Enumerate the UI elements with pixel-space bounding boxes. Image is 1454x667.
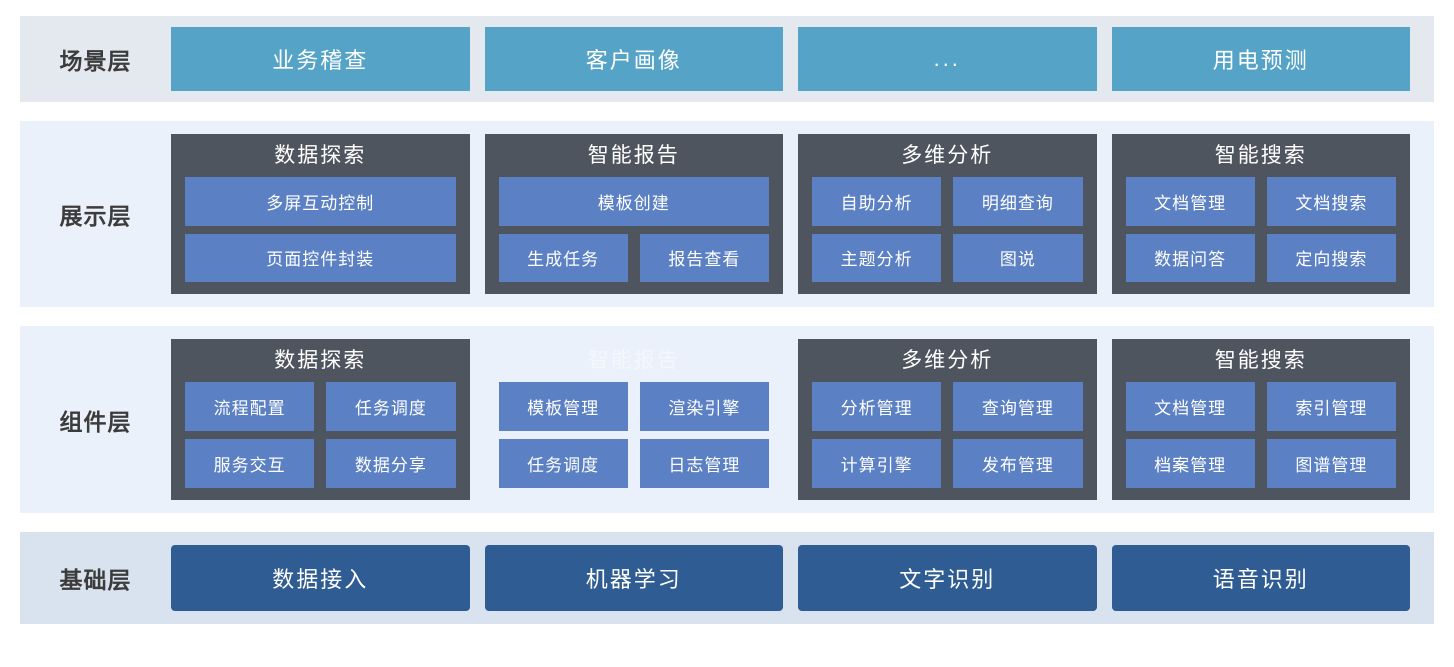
layer-row-base: 基础层 数据接入 机器学习 文字识别 语音识别 <box>20 532 1434 624</box>
tile-line: 计算引擎 发布管理 <box>812 439 1083 488</box>
tile-page-widget-encapsulation[interactable]: 页面控件封装 <box>185 233 456 282</box>
base-card-machine-learning[interactable]: 机器学习 <box>484 545 783 611</box>
panel-display-multidim-analysis: 多维分析 自助分析 明细查询 主题分析 图说 <box>798 134 1097 294</box>
layer-body-base: 数据接入 机器学习 文字识别 语音识别 <box>171 532 1434 624</box>
tile-grid: 自助分析 明细查询 主题分析 图说 <box>812 177 1083 282</box>
tile-line: 生成任务 报告查看 <box>498 233 769 282</box>
tile-grid: 文档管理 文档搜索 数据问答 定向搜索 <box>1125 177 1396 282</box>
panel-title: 数据探索 <box>274 349 367 372</box>
tile-data-sharing[interactable]: 数据分享 <box>326 439 456 488</box>
tile-line: 主题分析 图说 <box>812 233 1083 282</box>
panel-title: 智能报告 <box>587 144 680 167</box>
tile-grid: 流程配置 任务调度 服务交互 数据分享 <box>185 382 456 488</box>
panel-display-data-exploration: 数据探索 多屏互动控制 页面控件封装 <box>171 134 470 294</box>
tile-line: 分析管理 查询管理 <box>812 382 1083 432</box>
layer-label-scenario: 场景层 <box>59 48 132 74</box>
tile-line: 模板创建 <box>498 177 769 226</box>
panel-title: 智能搜索 <box>1214 144 1307 167</box>
tile-multiscreen-interaction-control[interactable]: 多屏互动控制 <box>185 177 456 226</box>
tile-template-creation[interactable]: 模板创建 <box>498 177 769 226</box>
tile-line: 服务交互 数据分享 <box>185 439 456 488</box>
scenario-card-customer-profile[interactable]: 客户画像 <box>484 27 783 91</box>
scenario-card-business-audit[interactable]: 业务稽查 <box>171 27 470 91</box>
panel-title: 智能搜索 <box>1214 349 1307 372</box>
panel-display-smart-report: 智能报告 模板创建 生成任务 报告查看 <box>484 134 783 294</box>
tile-analysis-management[interactable]: 分析管理 <box>812 382 942 432</box>
tile-knowledge-graph-management[interactable]: 图谱管理 <box>1266 439 1396 488</box>
tile-template-management[interactable]: 模板管理 <box>498 382 628 432</box>
base-card-ocr[interactable]: 文字识别 <box>798 545 1097 611</box>
tile-self-service-analysis[interactable]: 自助分析 <box>812 177 942 226</box>
tile-topic-analysis[interactable]: 主题分析 <box>812 233 942 282</box>
tile-line: 档案管理 图谱管理 <box>1125 439 1396 488</box>
layer-row-scenario: 场景层 业务稽查 客户画像 ... 用电预测 <box>20 16 1434 102</box>
tile-line: 自助分析 明细查询 <box>812 177 1083 226</box>
tile-process-configuration[interactable]: 流程配置 <box>185 382 315 432</box>
tile-line: 任务调度 日志管理 <box>498 439 769 488</box>
panel-display-smart-search: 智能搜索 文档管理 文档搜索 数据问答 定向搜索 <box>1111 134 1410 294</box>
panel-title: 智能报告 <box>587 349 680 372</box>
tile-line: 多屏互动控制 <box>185 177 456 226</box>
layer-body-display: 数据探索 多屏互动控制 页面控件封装 智能报告 模板创建 <box>171 121 1434 307</box>
base-card-speech-recognition[interactable]: 语音识别 <box>1111 545 1410 611</box>
layer-label-base: 基础层 <box>59 567 132 593</box>
tile-task-scheduling[interactable]: 任务调度 <box>498 439 628 488</box>
layer-row-component: 组件层 数据探索 流程配置 任务调度 服务交互 数据分享 智能报告 <box>20 326 1434 513</box>
tile-archive-management[interactable]: 档案管理 <box>1125 439 1255 488</box>
layer-body-component: 数据探索 流程配置 任务调度 服务交互 数据分享 智能报告 模板管理 <box>171 326 1434 513</box>
tile-task-scheduling[interactable]: 任务调度 <box>326 382 456 432</box>
tile-grid: 模板创建 生成任务 报告查看 <box>498 177 769 282</box>
layer-row-display: 展示层 数据探索 多屏互动控制 页面控件封装 智能报告 模板创建 <box>20 121 1434 307</box>
panel-title: 数据探索 <box>274 144 367 167</box>
tile-line: 文档管理 文档搜索 <box>1125 177 1396 226</box>
tile-line: 文档管理 索引管理 <box>1125 382 1396 432</box>
tile-document-management[interactable]: 文档管理 <box>1125 382 1255 432</box>
tile-grid: 多屏互动控制 页面控件封装 <box>185 177 456 282</box>
tile-index-management[interactable]: 索引管理 <box>1266 382 1396 432</box>
layer-label-display: 展示层 <box>59 203 132 229</box>
panel-component-data-exploration: 数据探索 流程配置 任务调度 服务交互 数据分享 <box>171 339 470 500</box>
tile-grid: 模板管理 渲染引擎 任务调度 日志管理 <box>498 382 769 488</box>
tile-rendering-engine[interactable]: 渲染引擎 <box>639 382 769 432</box>
tile-detail-query[interactable]: 明细查询 <box>953 177 1083 226</box>
tile-targeted-search[interactable]: 定向搜索 <box>1266 233 1396 282</box>
tile-data-qa[interactable]: 数据问答 <box>1125 233 1255 282</box>
tile-service-interaction[interactable]: 服务交互 <box>185 439 315 488</box>
tile-compute-engine[interactable]: 计算引擎 <box>812 439 942 488</box>
tile-line: 页面控件封装 <box>185 233 456 282</box>
base-card-data-ingestion[interactable]: 数据接入 <box>171 545 470 611</box>
panel-title: 多维分析 <box>901 349 994 372</box>
tile-publish-management[interactable]: 发布管理 <box>953 439 1083 488</box>
tile-document-management[interactable]: 文档管理 <box>1125 177 1255 226</box>
tile-grid: 文档管理 索引管理 档案管理 图谱管理 <box>1125 382 1396 488</box>
tile-document-search[interactable]: 文档搜索 <box>1266 177 1396 226</box>
tile-chart-narrative[interactable]: 图说 <box>953 233 1083 282</box>
tile-grid: 分析管理 查询管理 计算引擎 发布管理 <box>812 382 1083 488</box>
tile-line: 流程配置 任务调度 <box>185 382 456 432</box>
panel-component-smart-report: 智能报告 模板管理 渲染引擎 任务调度 日志管理 <box>485 339 784 500</box>
tile-line: 数据问答 定向搜索 <box>1125 233 1396 282</box>
scenario-card-more[interactable]: ... <box>798 27 1097 91</box>
tile-line: 模板管理 渲染引擎 <box>498 382 769 432</box>
tile-log-management[interactable]: 日志管理 <box>639 439 769 488</box>
tile-query-management[interactable]: 查询管理 <box>953 382 1083 432</box>
panel-component-multidim-analysis: 多维分析 分析管理 查询管理 计算引擎 发布管理 <box>798 339 1097 500</box>
scenario-card-power-forecast[interactable]: 用电预测 <box>1111 27 1410 91</box>
panel-title: 多维分析 <box>901 144 994 167</box>
layer-label-component: 组件层 <box>59 408 132 435</box>
tile-report-view[interactable]: 报告查看 <box>639 233 769 282</box>
tile-generate-task[interactable]: 生成任务 <box>498 233 628 282</box>
layer-body-scenario: 业务稽查 客户画像 ... 用电预测 <box>171 16 1434 102</box>
panel-component-smart-search: 智能搜索 文档管理 索引管理 档案管理 图谱管理 <box>1111 339 1410 500</box>
